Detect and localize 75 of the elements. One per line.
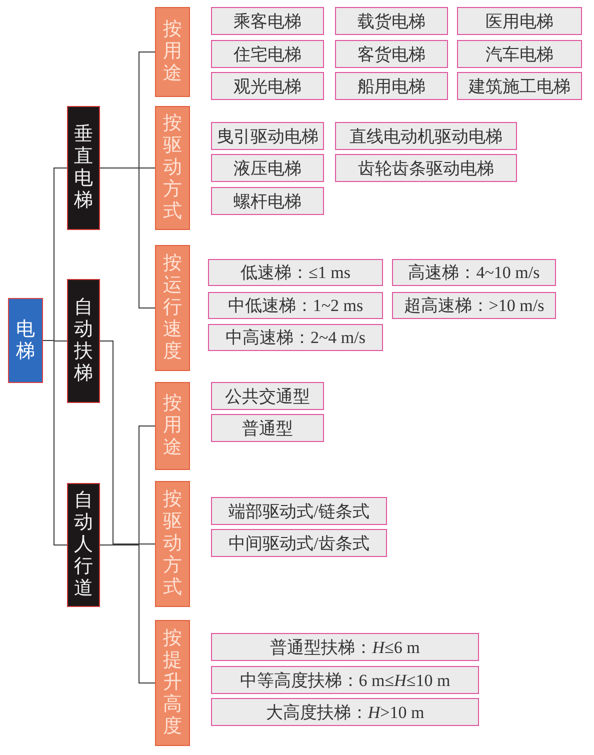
classification-node bbox=[155, 481, 190, 607]
item-node bbox=[211, 529, 387, 557]
connector-line bbox=[100, 168, 156, 308]
vertical-label: 按提升高度 bbox=[163, 628, 182, 738]
item-node bbox=[211, 72, 324, 100]
classification-node bbox=[155, 620, 190, 746]
item-label: 乘客电梯 bbox=[234, 12, 302, 30]
item-node bbox=[392, 259, 556, 286]
item-node bbox=[211, 698, 479, 726]
item-node bbox=[208, 259, 383, 286]
connector-line bbox=[42, 340, 68, 546]
item-label: 载货电梯 bbox=[358, 12, 426, 30]
item-node bbox=[335, 122, 517, 150]
item-node bbox=[457, 7, 582, 35]
item-node bbox=[211, 414, 324, 442]
item-label: 客货电梯 bbox=[358, 46, 426, 62]
item-label: 汽车电梯 bbox=[486, 46, 554, 62]
classification-node bbox=[155, 106, 190, 230]
item-label: 螺杆电梯 bbox=[234, 192, 302, 210]
item-label: 高速梯：4~10 m/s bbox=[408, 264, 540, 281]
item-node bbox=[335, 154, 517, 182]
item-label: 医用电梯 bbox=[486, 12, 554, 30]
vertical-label: 按驱动方式 bbox=[163, 489, 182, 599]
item-label: 住宅电梯 bbox=[234, 46, 302, 62]
item-label: 超高速梯：>10 m/s bbox=[404, 297, 544, 314]
vertical-label: 自动扶梯 bbox=[74, 297, 93, 385]
vertical-label: 按用途 bbox=[163, 19, 182, 85]
item-node bbox=[211, 633, 479, 661]
elevator-category-node bbox=[67, 279, 100, 403]
item-label: 普通型 bbox=[242, 420, 293, 436]
vertical-label: 垂直电梯 bbox=[74, 124, 93, 212]
item-node bbox=[392, 292, 556, 319]
item-label: 低速梯：≤1 ms bbox=[240, 264, 350, 281]
item-node bbox=[457, 40, 582, 68]
item-label: 普通型扶梯：H≤6 m bbox=[270, 638, 420, 656]
item-label: 大高度扶梯：H>10 m bbox=[266, 704, 424, 720]
item-label: 齿轮齿条驱动电梯 bbox=[358, 160, 494, 176]
vertical-label: 按驱动方式 bbox=[163, 113, 182, 223]
item-label: 观光电梯 bbox=[234, 78, 302, 94]
item-label: 中高速梯：2~4 m/s bbox=[225, 329, 366, 346]
item-label: 曳引驱动电梯 bbox=[216, 128, 318, 144]
elevator-category-node bbox=[67, 106, 100, 230]
item-label: 液压电梯 bbox=[234, 160, 302, 176]
vertical-label: 电梯 bbox=[16, 318, 35, 362]
vertical-label: 按用途 bbox=[163, 393, 182, 459]
classification-node bbox=[155, 245, 190, 371]
item-node bbox=[335, 7, 448, 35]
item-node bbox=[335, 40, 448, 68]
item-label: 端部驱动式/链条式 bbox=[228, 502, 370, 520]
item-node bbox=[211, 154, 324, 182]
vertical-label: 自动人行道 bbox=[74, 490, 93, 600]
item-label: 公共交通型 bbox=[225, 388, 310, 404]
vertical-label: 按运行速度 bbox=[163, 253, 182, 363]
item-node bbox=[208, 324, 383, 351]
root-node bbox=[8, 298, 43, 383]
item-label: 中低速梯：1~2 ms bbox=[228, 297, 364, 314]
item-node bbox=[211, 666, 479, 694]
item-node bbox=[211, 497, 387, 525]
item-node bbox=[457, 72, 582, 100]
connector-line bbox=[100, 544, 156, 684]
item-node bbox=[211, 7, 324, 35]
classification-node bbox=[155, 382, 190, 470]
item-node bbox=[211, 122, 324, 150]
item-node bbox=[211, 382, 324, 410]
item-label: 船用电梯 bbox=[358, 78, 426, 94]
item-node bbox=[335, 72, 448, 100]
item-node bbox=[211, 187, 324, 215]
item-node bbox=[211, 40, 324, 68]
classification-node bbox=[155, 7, 190, 97]
item-node bbox=[208, 292, 383, 319]
elevator-category-node bbox=[67, 483, 100, 607]
item-label: 直线电动机驱动电梯 bbox=[350, 128, 502, 144]
item-label: 建筑施工电梯 bbox=[468, 78, 570, 94]
item-label: 中间驱动式/齿条式 bbox=[228, 534, 370, 552]
item-label: 中等高度扶梯：6 m≤H≤10 m bbox=[240, 672, 450, 688]
